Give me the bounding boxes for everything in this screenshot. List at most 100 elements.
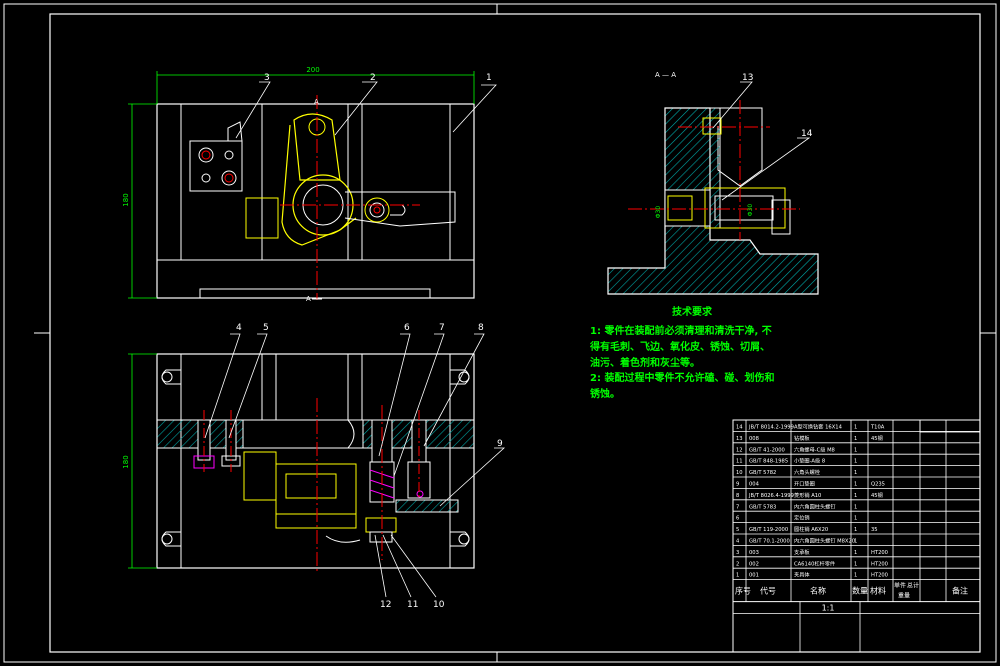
bom-cell: HT200	[871, 573, 888, 579]
balloon-1: 1	[486, 73, 492, 83]
bom-cell: 008	[749, 436, 759, 442]
inner-frame	[49, 13, 981, 653]
dim-pin-dia-2: Φ30	[747, 204, 754, 217]
balloon-8: 8	[478, 323, 484, 333]
bom-cell: 001	[749, 573, 759, 579]
bom-cell: HT200	[871, 561, 888, 567]
bom-cell: 14	[736, 425, 743, 431]
bom-cell: Q235	[871, 482, 885, 488]
bom-cell: 菱形销 A10	[794, 491, 821, 499]
balloon-12: 12	[380, 600, 391, 610]
bom-cell: GB/T 70.1-2000	[749, 539, 790, 545]
bom-cell: 内六角圆柱头螺钉	[794, 502, 836, 510]
bom-cell: 圆柱销 A6X20	[794, 525, 828, 533]
bom-cell: 支承板	[794, 548, 810, 556]
screw-head-13	[702, 117, 722, 135]
bom-cell: 1	[854, 493, 857, 499]
front-workpiece-body	[275, 463, 357, 515]
bom-cell: GB/T 5783	[749, 504, 776, 510]
bom-cell: 1	[854, 425, 857, 431]
support-plate-tab	[227, 121, 243, 142]
support-hole-2	[224, 150, 234, 160]
bom-cell: HT200	[871, 550, 888, 556]
front-support-curve	[325, 535, 361, 543]
bom-header-cell: 代号	[760, 586, 776, 596]
bom-cell: 1	[854, 482, 857, 488]
support-hole-3	[201, 173, 211, 183]
support-hole-4	[221, 170, 237, 186]
lever-left-clamp	[245, 197, 279, 239]
balloon-5: 5	[263, 323, 269, 333]
title-scale: 1:1	[822, 604, 835, 613]
notes-line-3: 油污、着色剂和灰尘等。	[590, 356, 700, 369]
balloon-3: 3	[264, 73, 270, 83]
bom-cell: 六角头螺栓	[794, 468, 821, 476]
slot-top-left-c	[161, 371, 173, 383]
bom-cell: 1	[854, 527, 857, 533]
bom-cell: 004	[749, 482, 760, 488]
notes-line-2: 得有毛刺、飞边、氧化皮、锈蚀、切屑、	[589, 340, 770, 353]
bom-cell: GB/T 119-2000	[749, 527, 788, 533]
bom-cell: GB/T 5782	[749, 470, 776, 476]
bom-cell: 10	[736, 470, 743, 476]
bom-cell: JB/T 8026.4-1999	[748, 493, 794, 499]
lever-arm-outline	[281, 124, 357, 246]
section-body	[607, 107, 819, 295]
balloon-leaders	[204, 81, 811, 598]
workpiece-boss	[667, 195, 693, 221]
bom-cell: 13	[736, 436, 743, 442]
top-view-body	[156, 103, 475, 299]
drill-bushing-14-inner	[714, 195, 774, 221]
support-hole-1	[198, 147, 214, 163]
bom-cell: 45钢	[871, 434, 883, 442]
lever-workpiece	[293, 113, 341, 181]
dim-left-height: 180	[122, 193, 130, 206]
bom-cell: 1	[854, 561, 857, 567]
section-mark-a-top: A	[314, 98, 319, 106]
bom-cell: CA6140杠杆零件	[794, 559, 835, 567]
notes-title: 技术要求	[672, 305, 713, 318]
top-view-base-notch	[199, 288, 431, 298]
bom-cell: 1	[854, 436, 857, 442]
nut-stack	[369, 531, 393, 543]
bom-header-cell: 材料	[870, 586, 886, 596]
bom-note-box	[919, 419, 981, 433]
bom-cell: 1	[854, 573, 857, 579]
front-workpiece-left	[243, 451, 277, 501]
bom-cell: 钻模板	[794, 434, 810, 442]
bom-cell: 1	[854, 504, 857, 510]
bom-cell: 003	[749, 550, 759, 556]
section-bore	[664, 189, 711, 227]
bom-header-cell: 备注	[952, 586, 968, 596]
balloon-10: 10	[433, 600, 445, 610]
drill-bushing-14	[704, 187, 786, 229]
bom-cell: 1	[736, 573, 739, 579]
support-plate	[189, 140, 243, 192]
bom-cell: T10A	[870, 425, 885, 431]
bom-header-cell: 数量	[852, 586, 868, 596]
balloon-9: 9	[497, 439, 503, 449]
front-view-body	[156, 353, 475, 569]
technical-notes: 技术要求 1: 零件在装配前必须清理和清洗干净, 不 得有毛刺、飞边、氧化皮、锈…	[589, 305, 774, 400]
section-view-a-a: A — A Φ30 Φ30	[607, 71, 819, 295]
support-hole-1-inner	[201, 150, 211, 160]
bom-header-cell: 序号	[735, 586, 751, 596]
bom-cell: 1	[854, 447, 857, 453]
balloon-14: 14	[801, 129, 813, 139]
dim-pin-dia: Φ30	[655, 206, 662, 219]
lever-nut-core	[373, 206, 381, 214]
bom-cell: 002	[749, 561, 759, 567]
section-mark-a-bottom: A	[306, 295, 311, 303]
bom-cell: 六角螺母-C级 M8	[794, 445, 835, 453]
lever-nut-outer	[364, 197, 390, 223]
top-view: 200 180 A A	[122, 66, 475, 303]
bom-cell: GB/T 41-2000	[749, 447, 785, 453]
bom-cell: 5	[736, 527, 739, 533]
bom-cell: 35	[871, 527, 878, 533]
lever-right-arm	[344, 191, 456, 227]
front-section-round	[347, 419, 355, 449]
notes-line-1: 1: 零件在装配前必须清理和清洗干净, 不	[590, 324, 772, 337]
top-view-base-outline	[156, 259, 475, 299]
slot-top-right-c	[458, 371, 470, 383]
